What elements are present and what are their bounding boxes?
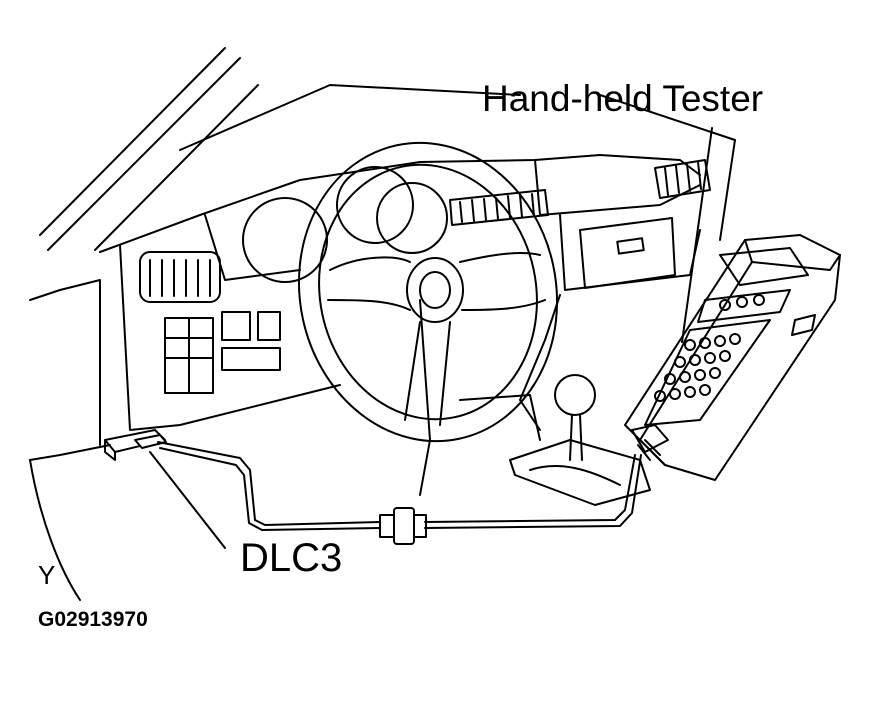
- dlc3-label: DLC3: [240, 536, 343, 580]
- left-air-vent: [140, 252, 220, 302]
- figure-code-label: G02913970: [38, 608, 148, 631]
- hand-held-tester: [625, 235, 840, 480]
- center-air-vent: [450, 190, 548, 225]
- cable-adapter: [380, 508, 426, 544]
- steering-wheel: [272, 119, 585, 466]
- right-air-vent: [655, 160, 710, 198]
- gauge-cluster: [243, 167, 447, 282]
- tester-leader-line: [682, 128, 712, 342]
- glovebox: [580, 218, 675, 288]
- switch-panel: [165, 312, 280, 393]
- dlc3-leader-line: [150, 452, 225, 548]
- dashboard-body: [30, 155, 700, 600]
- view-mark-label: Y: [38, 560, 56, 590]
- tester-cable: [158, 442, 641, 530]
- dlc3-connector: [105, 430, 166, 460]
- windshield-frame: [40, 48, 735, 250]
- gear-shift: [510, 375, 650, 505]
- tester-label: Hand-held Tester: [482, 78, 764, 119]
